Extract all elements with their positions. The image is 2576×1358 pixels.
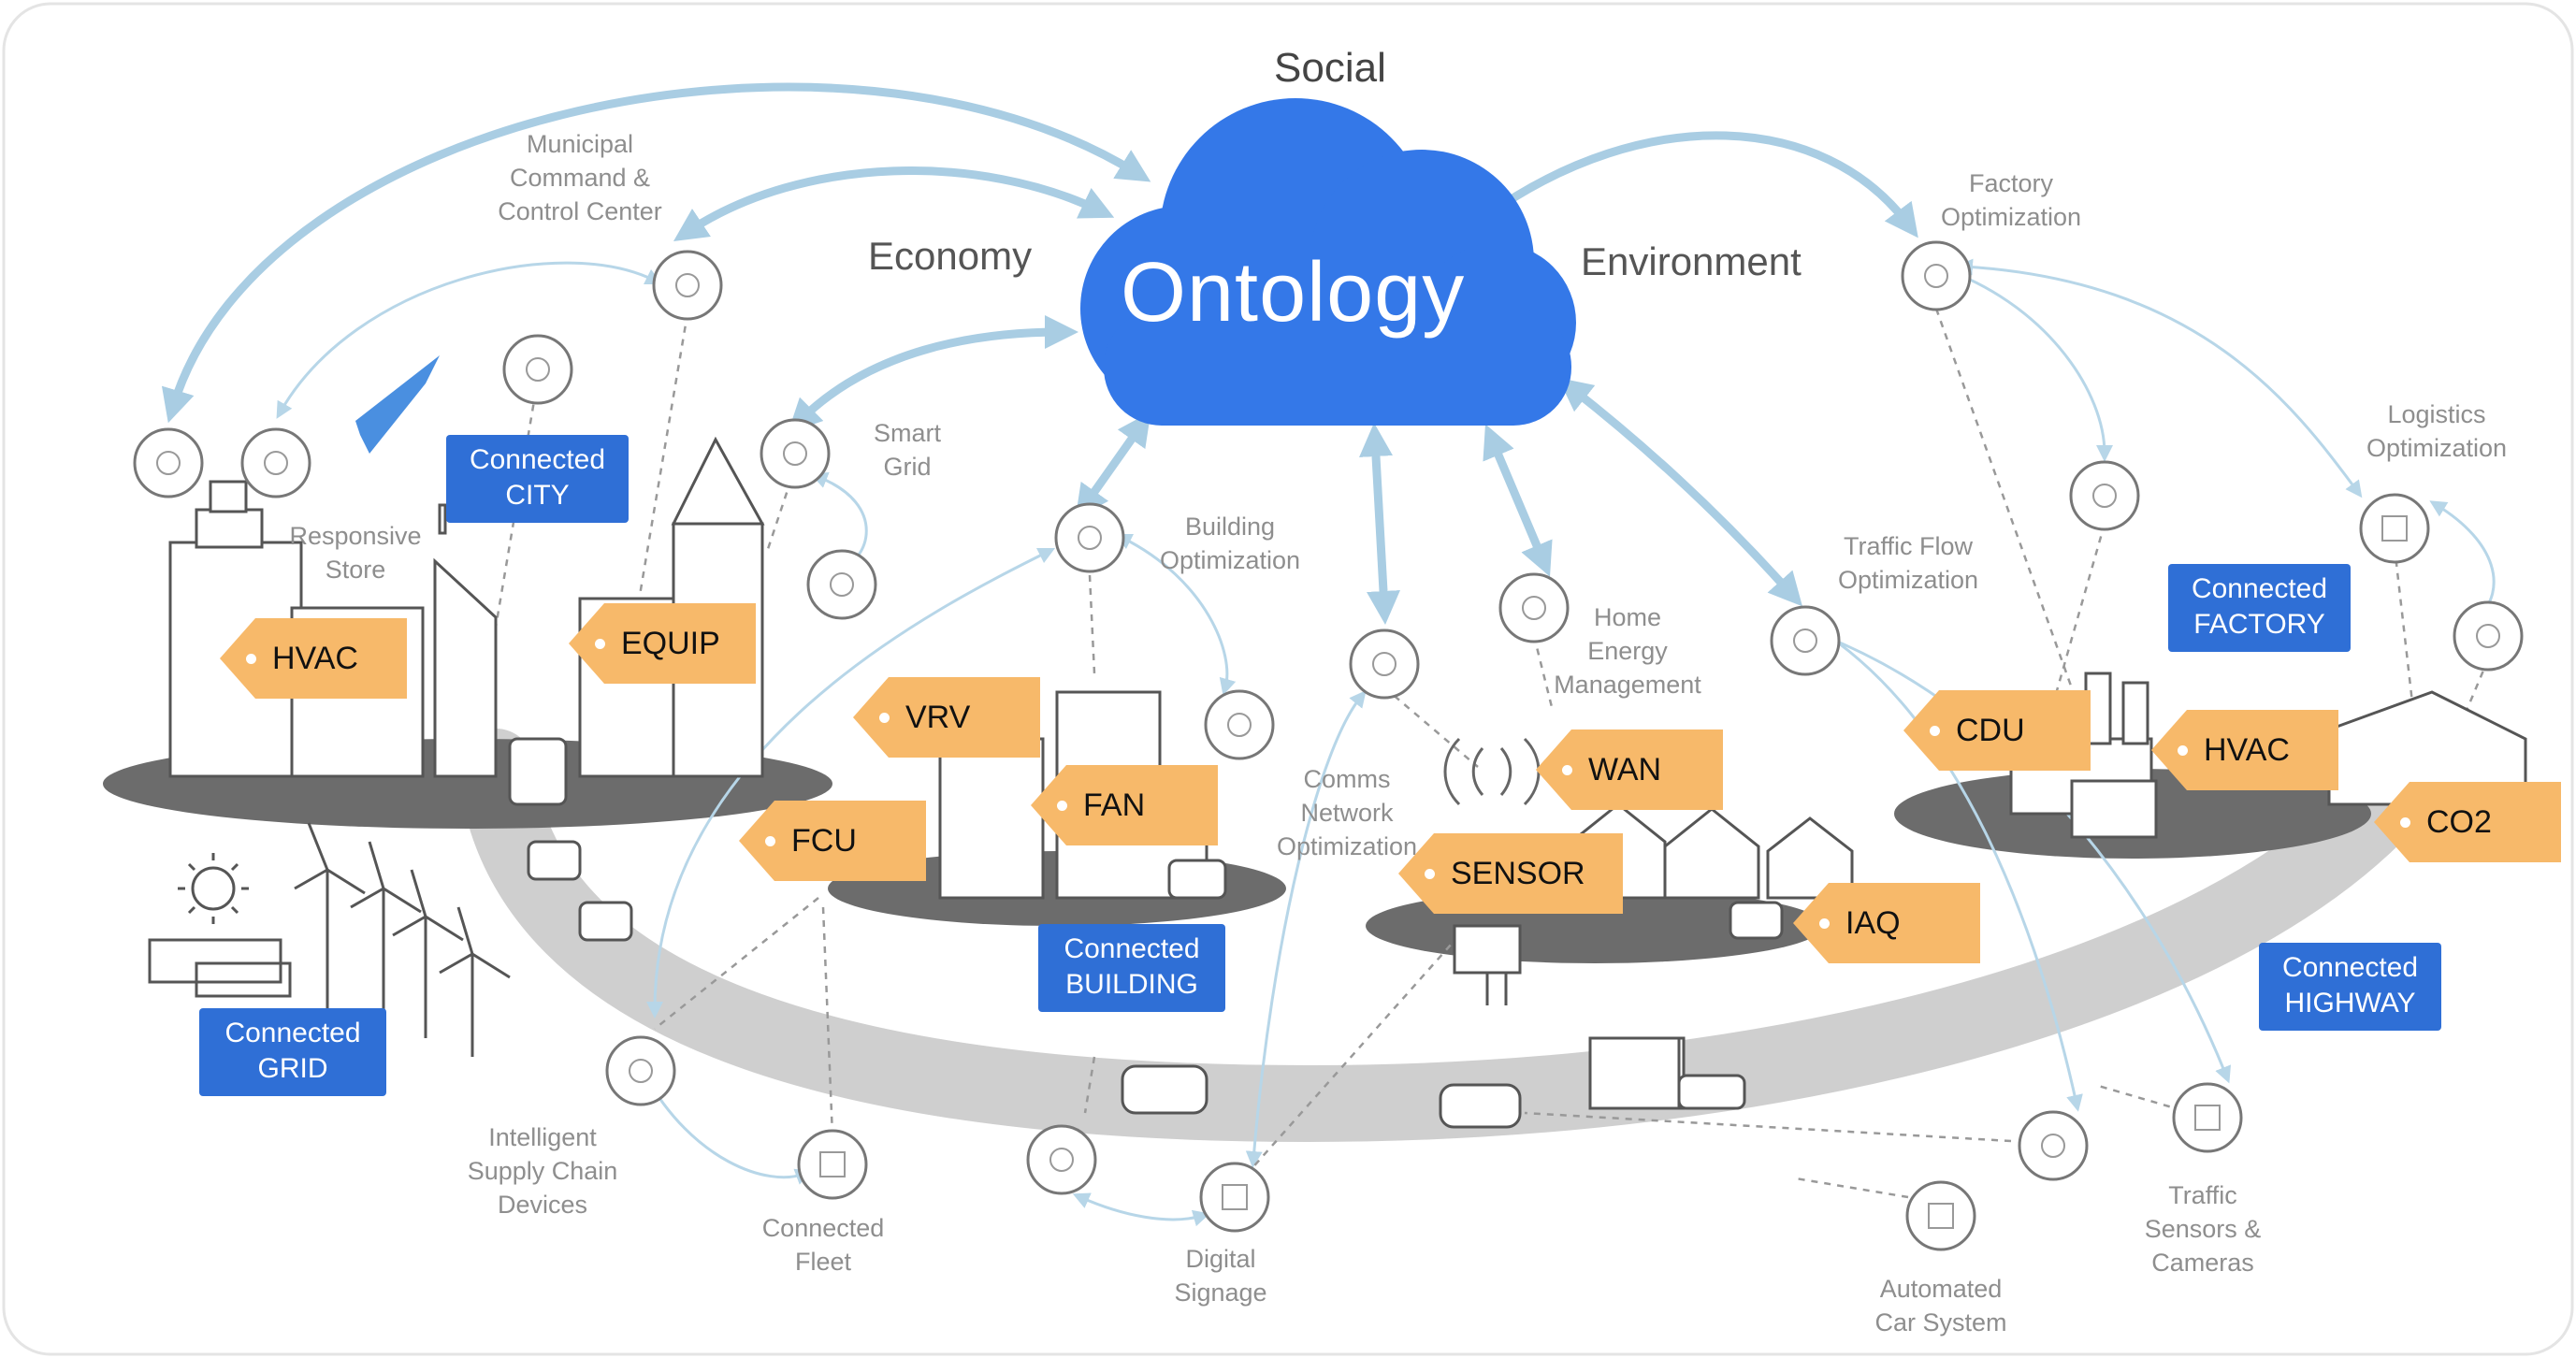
tag-hvac-factory: HVAC bbox=[2151, 710, 2338, 790]
tag-equip: EQUIP bbox=[569, 603, 756, 684]
badge-connected-highway: Connected HIGHWAY bbox=[2259, 943, 2441, 1031]
domain-economy: Economy bbox=[868, 234, 1033, 278]
domain-social: Social bbox=[1274, 45, 1386, 91]
node-glyphs bbox=[156, 264, 2500, 1229]
domain-environment: Environment bbox=[1581, 239, 1802, 283]
badge-connected-city: Connected CITY bbox=[446, 435, 629, 523]
callout-traffic-sensors: Traffic Sensors & Cameras bbox=[2144, 1181, 2262, 1277]
badge-connected-grid: Connected GRID bbox=[199, 1008, 386, 1096]
vehicles bbox=[508, 737, 1784, 1129]
callout-fleet: Connected Fleet bbox=[761, 1214, 885, 1276]
callout-car-system: Automated Car System bbox=[1874, 1275, 2007, 1336]
tag-fcu: FCU bbox=[739, 801, 926, 881]
callout-factory-opt: Factory Optimization bbox=[1940, 169, 2082, 231]
callout-supply-chain: Intelligent Supply Chain Devices bbox=[467, 1123, 618, 1219]
callout-comms: Comms Network Optimization bbox=[1276, 765, 1418, 860]
tag-wan: WAN bbox=[1536, 730, 1723, 810]
badge-connected-building: Connected BUILDING bbox=[1038, 924, 1225, 1012]
callout-smart-grid: Smart Grid bbox=[873, 419, 941, 481]
callout-building-opt: Building Optimization bbox=[1159, 513, 1301, 574]
badge-connected-factory: Connected FACTORY bbox=[2168, 564, 2351, 652]
device-nodes bbox=[133, 240, 2524, 1251]
tag-iaq: IAQ bbox=[1793, 883, 1980, 963]
ontology-arrows bbox=[162, 82, 1918, 625]
tag-hvac-city: HVAC bbox=[220, 618, 407, 699]
dashed-connectors bbox=[489, 308, 2490, 1199]
energy-icons bbox=[148, 822, 511, 1057]
tag-cdu: CDU bbox=[1903, 690, 2091, 771]
callout-traffic-flow: Traffic Flow Optimization bbox=[1837, 532, 1979, 594]
tag-co2: CO2 bbox=[2374, 782, 2561, 862]
ontology-label: Ontology bbox=[1121, 246, 1466, 340]
callout-responsive-store: Responsive Store bbox=[289, 522, 422, 584]
callout-home-energy: Home Energy Management bbox=[1554, 603, 1701, 699]
tag-sensor: SENSOR bbox=[1398, 833, 1623, 914]
callout-signage: Digital Signage bbox=[1174, 1245, 1267, 1307]
tag-vrv: VRV bbox=[853, 677, 1040, 758]
callout-logistics-opt: Logistics Optimization bbox=[2366, 400, 2508, 462]
ontology-cloud bbox=[1080, 98, 1576, 426]
tag-fan: FAN bbox=[1031, 765, 1218, 845]
plane-icon bbox=[355, 355, 440, 454]
callout-municipal: Municipal Command & Control Center bbox=[498, 130, 662, 225]
